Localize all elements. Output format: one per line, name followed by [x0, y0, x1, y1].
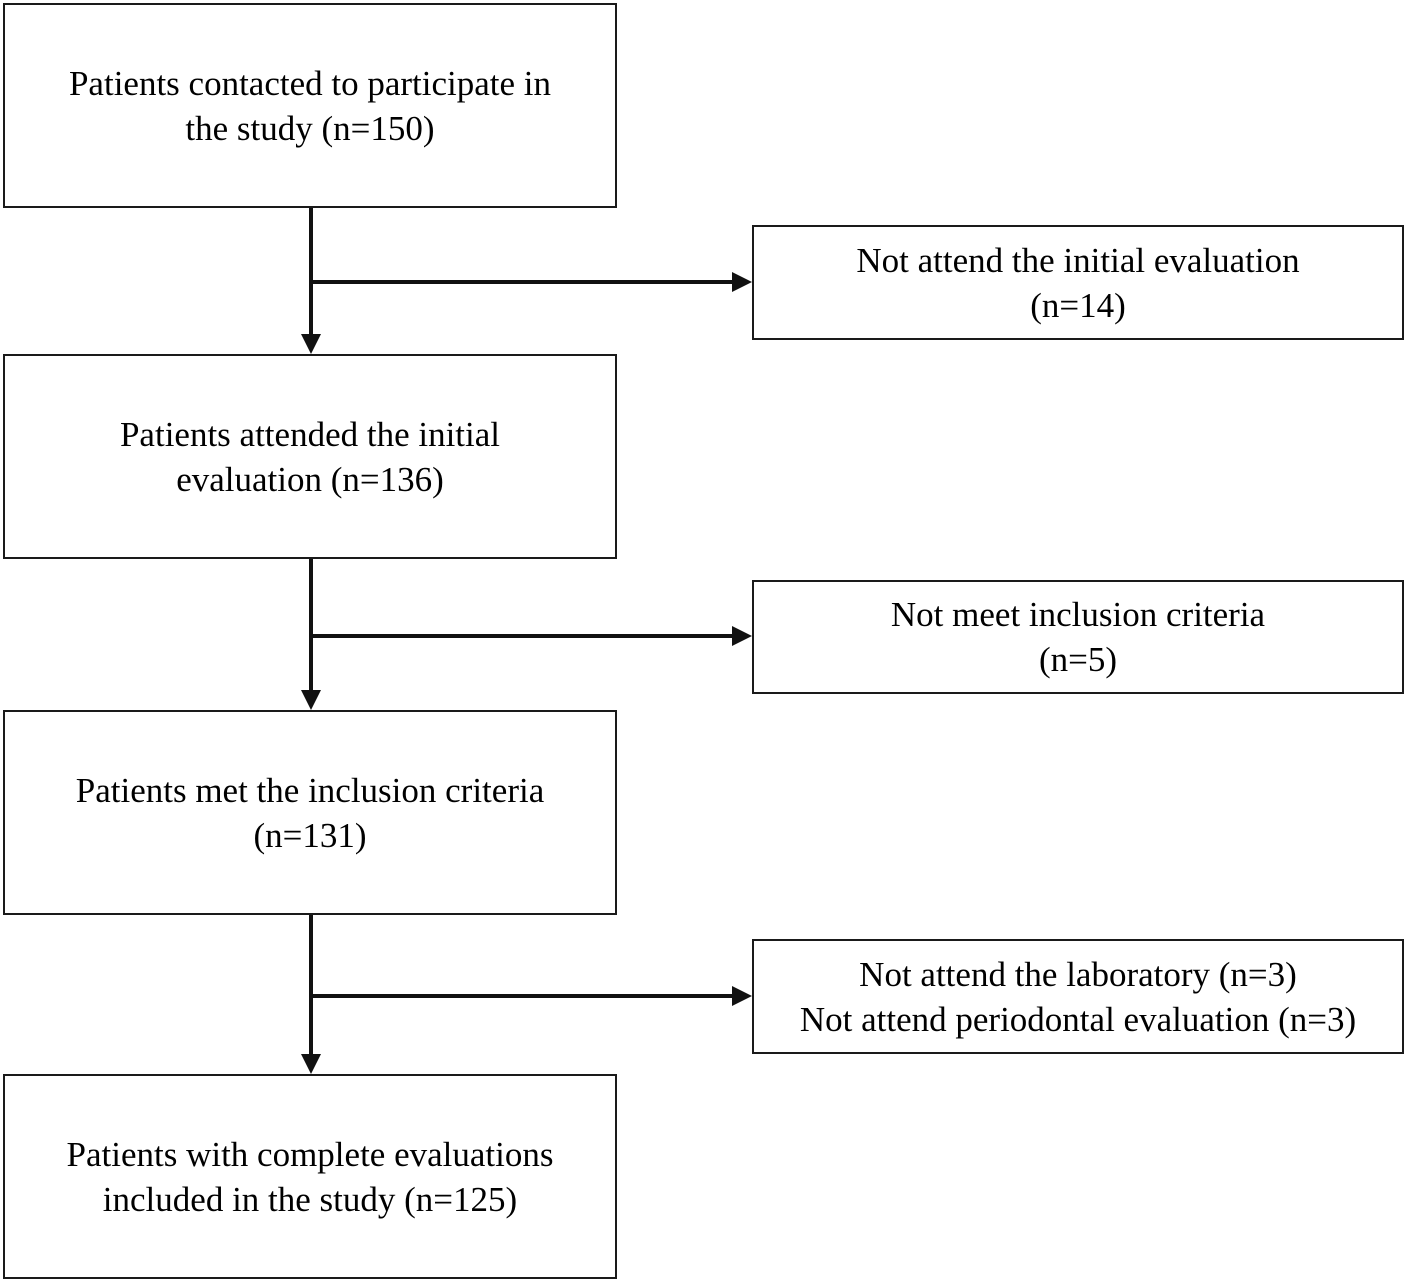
step-contacted-line2: the study (n=150): [185, 108, 435, 148]
exclusion-not-attend-lab-line: Not attend the laboratory (n=3): [859, 954, 1297, 994]
step-attended-line1: Patients attended the initial: [119, 414, 501, 454]
exclusion-not-attend-initial-line2: (n=14): [1030, 285, 1126, 325]
step-contacted-line1: Patients contacted to participate in: [68, 63, 552, 103]
exclusion-not-meet-criteria-line1: Not meet inclusion criteria: [890, 595, 1266, 634]
step-included-line1: Patients with complete evaluations: [66, 1134, 554, 1174]
exclusion-not-attend-perio-line: Not attend periodontal evaluation (n=3): [799, 999, 1357, 1039]
step-contacted-box: Patients contacted to participate in the…: [3, 3, 617, 208]
exclusion-not-attend-initial-box: Not attend the initial evaluation (n=14): [752, 225, 1404, 340]
step-included-box: Patients with complete evaluations inclu…: [3, 1074, 617, 1279]
step-attended-box: Patients attended the initial evaluation…: [3, 354, 617, 559]
arrowhead-right-1: [732, 272, 752, 292]
step-attended-line2: evaluation (n=136): [176, 459, 444, 499]
exclusion-not-attend-initial-line1: Not attend the initial evaluation: [856, 240, 1300, 280]
exclusion-not-attend-lab-perio-box: Not attend the laboratory (n=3) Not atte…: [752, 939, 1404, 1054]
arrowhead-right-2: [732, 626, 752, 646]
exclusion-not-meet-criteria-box: Not meet inclusion criteria (n=5): [752, 580, 1404, 694]
step-met-criteria-box: Patients met the inclusion criteria (n=1…: [3, 710, 617, 915]
step-met-criteria-line2: (n=131): [253, 815, 367, 855]
step-included-line2: included in the study (n=125): [102, 1179, 518, 1219]
arrowhead-down-1: [301, 334, 321, 354]
arrowhead-down-2: [301, 690, 321, 710]
arrowhead-right-3: [732, 986, 752, 1006]
step-met-criteria-line1: Patients met the inclusion criteria: [75, 770, 545, 810]
exclusion-not-meet-criteria-line2: (n=5): [1038, 640, 1118, 679]
arrowhead-down-3: [301, 1054, 321, 1074]
